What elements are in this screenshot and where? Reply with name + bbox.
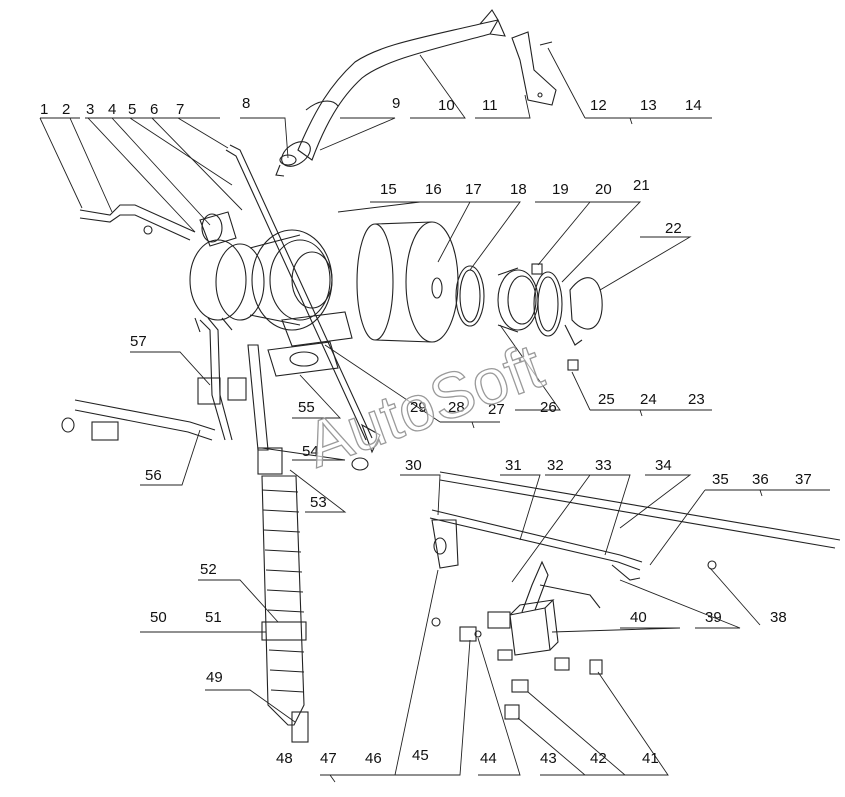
label-46: 46 <box>365 750 382 767</box>
label-29: 29 <box>410 399 427 416</box>
label-16: 16 <box>425 181 442 198</box>
air-filter-housing <box>356 221 459 343</box>
label-43: 43 <box>540 750 557 767</box>
turbocharger <box>189 211 333 333</box>
label-37: 37 <box>795 471 812 488</box>
intake-elbow-pipe <box>297 9 506 161</box>
label-28: 28 <box>448 399 465 416</box>
label-8: 8 <box>242 95 250 112</box>
label-30: 30 <box>405 457 422 474</box>
label-42: 42 <box>590 750 607 767</box>
control-rods <box>429 471 841 609</box>
hose-clamp <box>275 141 311 177</box>
rod-bracket <box>431 519 459 569</box>
label-9: 9 <box>392 95 400 112</box>
corrugated-hose <box>247 344 309 743</box>
label-38: 38 <box>770 609 787 626</box>
label-4: 4 <box>108 101 116 118</box>
oil-inlet-pipe <box>79 204 196 241</box>
label-2: 2 <box>62 101 70 118</box>
label-44: 44 <box>480 750 497 767</box>
label-36: 36 <box>752 471 769 488</box>
part-number-labels: 1 2 3 4 5 6 7 8 9 10 11 12 13 14 15 16 1… <box>40 95 812 767</box>
label-40: 40 <box>630 609 647 626</box>
label-10: 10 <box>438 97 455 114</box>
label-41: 41 <box>642 750 659 767</box>
drain-pipe <box>61 317 247 441</box>
label-17: 17 <box>465 181 482 198</box>
label-5: 5 <box>128 101 136 118</box>
label-45: 45 <box>412 747 429 764</box>
turbine-flange-gasket <box>267 311 353 377</box>
label-55: 55 <box>298 399 315 416</box>
label-22: 22 <box>665 220 682 237</box>
label-48: 48 <box>276 750 293 767</box>
label-57: 57 <box>130 333 147 350</box>
label-21: 21 <box>633 177 650 194</box>
label-31: 31 <box>505 457 522 474</box>
label-56: 56 <box>145 467 162 484</box>
label-24: 24 <box>640 391 657 408</box>
label-20: 20 <box>595 181 612 198</box>
label-47: 47 <box>320 750 337 767</box>
label-6: 6 <box>150 101 158 118</box>
label-7: 7 <box>176 101 184 118</box>
seal-rings-and-clamps <box>455 263 603 371</box>
label-25: 25 <box>598 391 615 408</box>
label-26: 26 <box>540 399 557 416</box>
label-32: 32 <box>547 457 564 474</box>
bracket <box>511 31 557 106</box>
label-15: 15 <box>380 181 397 198</box>
label-53: 53 <box>310 494 327 511</box>
label-11: 11 <box>482 97 498 114</box>
oil-pipe <box>225 144 381 471</box>
label-49: 49 <box>206 669 223 686</box>
label-3: 3 <box>86 101 94 118</box>
label-19: 19 <box>552 181 569 198</box>
leader-lines <box>39 47 830 783</box>
label-39: 39 <box>705 609 722 626</box>
label-14: 14 <box>685 97 702 114</box>
label-12: 12 <box>590 97 607 114</box>
label-1: 1 <box>40 101 48 118</box>
label-18: 18 <box>510 181 527 198</box>
label-34: 34 <box>655 457 672 474</box>
label-52: 52 <box>200 561 217 578</box>
label-27: 27 <box>488 401 505 418</box>
label-35: 35 <box>712 471 729 488</box>
label-54: 54 <box>302 443 319 460</box>
label-50: 50 <box>150 609 167 626</box>
label-51: 51 <box>205 609 222 626</box>
label-13: 13 <box>640 97 657 114</box>
label-23: 23 <box>688 391 705 408</box>
valve-block <box>431 560 717 720</box>
label-33: 33 <box>595 457 612 474</box>
